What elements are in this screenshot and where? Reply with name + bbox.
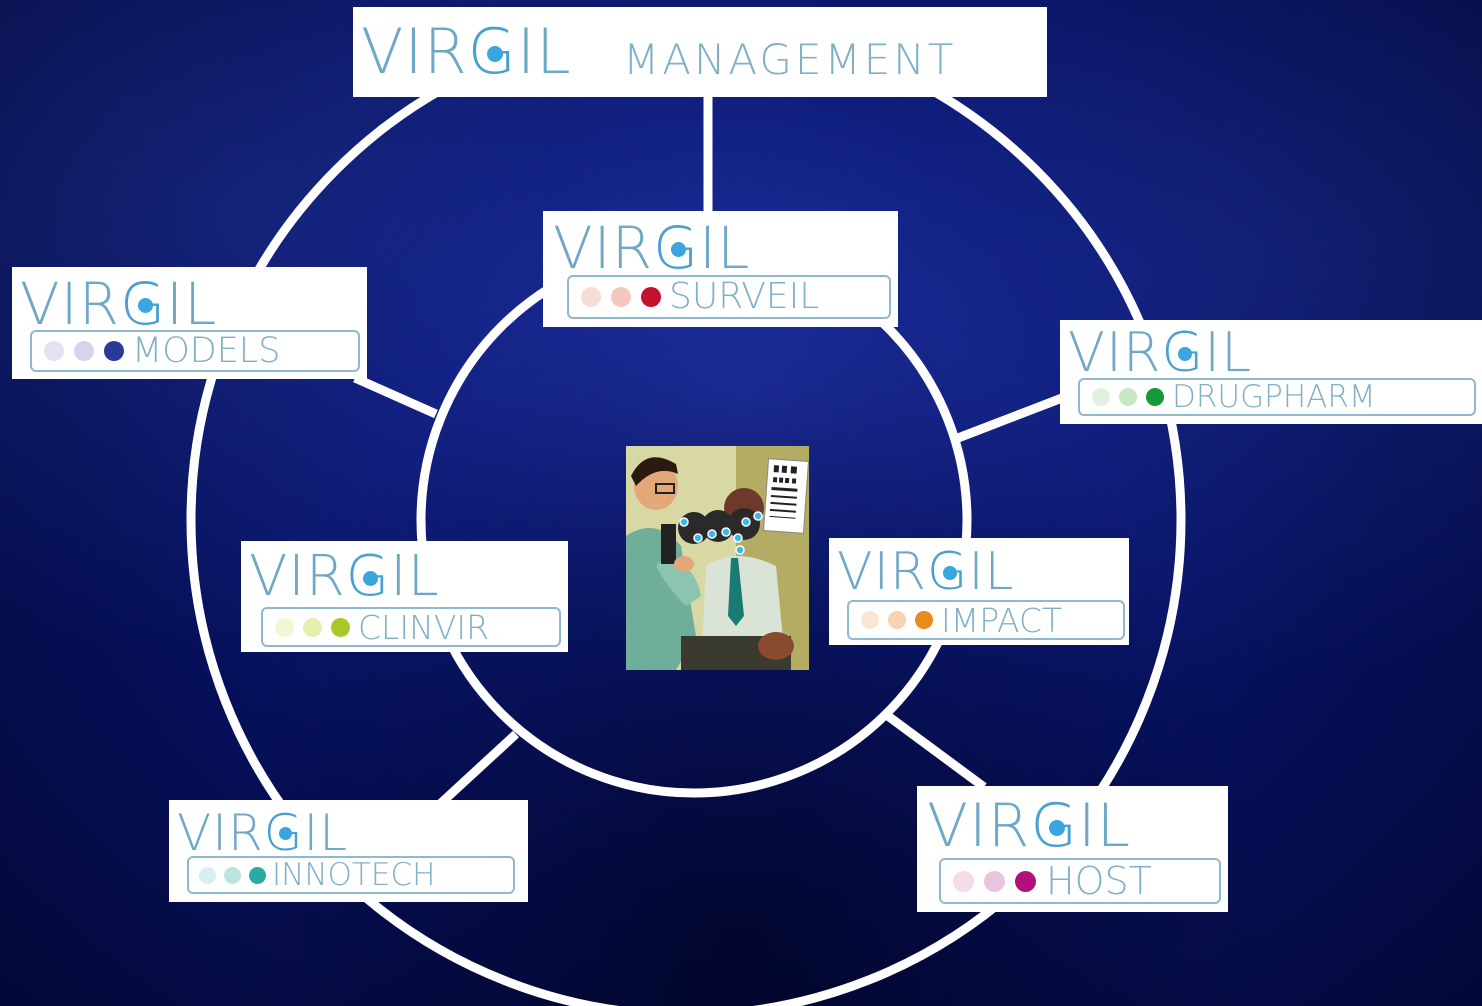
eye-exam-drawing xyxy=(626,446,809,670)
dot-2 xyxy=(224,866,241,884)
virgil-wordmark: VIRGIL xyxy=(553,219,750,277)
virgil-g-dot xyxy=(1178,347,1193,361)
dot-2 xyxy=(303,617,322,637)
virgil-wordmark: VIRGIL xyxy=(249,549,440,605)
module-box: HOST xyxy=(939,858,1221,904)
module-label: HOST xyxy=(1046,859,1152,903)
dot-1 xyxy=(44,341,64,361)
dot-3 xyxy=(641,287,661,307)
virgil-g-dot xyxy=(278,827,292,840)
dot-3 xyxy=(331,617,350,637)
logo-virgil-clinvir[interactable]: VIRGIL CLINVIR xyxy=(241,541,568,652)
virgil-prefix: VIR xyxy=(249,544,346,609)
virgil-prefix: VIR xyxy=(361,15,468,88)
dot-2 xyxy=(611,287,631,307)
virgil-g-dot xyxy=(362,571,378,586)
virgil-wordmark: VIRGIL xyxy=(927,796,1131,856)
logo-virgil-models[interactable]: VIRGIL MODELS xyxy=(12,267,367,379)
virgil-prefix: VIR xyxy=(177,804,264,862)
virgil-g: G xyxy=(264,808,304,858)
dot-1 xyxy=(1092,388,1110,406)
virgil-wordmark: VIRGIL xyxy=(837,546,1015,598)
dot-1 xyxy=(199,866,216,884)
dot-2 xyxy=(984,870,1005,892)
connector-models xyxy=(353,373,438,419)
dot-3 xyxy=(1146,388,1164,406)
virgil-g: G xyxy=(468,21,517,83)
virgil-suffix: IL xyxy=(1204,321,1253,384)
virgil-prefix: VIR xyxy=(20,270,121,338)
dot-2 xyxy=(74,341,94,361)
module-label: IMPACT xyxy=(941,600,1063,640)
dot-2 xyxy=(1119,388,1137,406)
virgil-g: G xyxy=(927,546,968,598)
virgil-suffix: IL xyxy=(968,542,1015,602)
dot-3 xyxy=(249,866,266,884)
module-box: SURVEIL xyxy=(567,275,891,319)
virgil-suffix: IL xyxy=(166,270,218,338)
virgil-g: G xyxy=(1030,796,1078,856)
virgil-suffix: IL xyxy=(1077,791,1132,861)
virgil-prefix: VIR xyxy=(1068,321,1162,384)
virgil-g: G xyxy=(1161,326,1204,380)
virgil-wordmark: VIRGIL xyxy=(361,21,572,83)
module-dots xyxy=(275,617,358,637)
logo-virgil-innotech[interactable]: VIRGIL INNOTECH xyxy=(169,800,528,902)
virgil-g: G xyxy=(346,549,390,605)
module-label: DRUGPHARM xyxy=(1172,378,1376,415)
module-dots xyxy=(861,611,941,629)
logo-virgil-drugpharm[interactable]: VIRGIL DRUGPHARM xyxy=(1060,320,1482,424)
virgil-suffix: IL xyxy=(699,214,751,282)
virgil-wordmark: VIRGIL xyxy=(177,808,348,858)
virgil-g-dot xyxy=(138,298,154,313)
dot-1 xyxy=(953,870,974,892)
virgil-suffix: IL xyxy=(516,15,572,88)
management-label: MANAGEMENT xyxy=(623,35,957,84)
dot-2 xyxy=(888,611,906,629)
virgil-prefix: VIR xyxy=(927,791,1031,861)
module-dots xyxy=(581,287,669,307)
module-box: CLINVIR xyxy=(261,607,561,647)
dot-1 xyxy=(581,287,601,307)
eye-exam-illustration xyxy=(626,446,809,670)
module-label: CLINVIR xyxy=(358,607,490,647)
module-label: INNOTECH xyxy=(272,856,436,893)
module-dots xyxy=(199,866,272,884)
module-dots xyxy=(1092,388,1172,406)
dot-3 xyxy=(104,341,124,361)
connector-host xyxy=(885,712,987,791)
connector-drugpharm xyxy=(956,393,1064,443)
virgil-prefix: VIR xyxy=(837,542,928,602)
module-box: IMPACT xyxy=(847,600,1125,640)
virgil-suffix: IL xyxy=(303,804,349,862)
dot-1 xyxy=(861,611,879,629)
virgil-g-dot xyxy=(943,566,958,580)
virgil-g-dot xyxy=(1049,820,1066,836)
logo-virgil-management[interactable]: VIRGIL MANAGEMENT xyxy=(353,7,1047,97)
logo-virgil-impact[interactable]: VIRGIL IMPACT xyxy=(829,538,1129,645)
virgil-g: G xyxy=(653,219,699,277)
virgil-g-dot xyxy=(486,46,503,62)
module-dots xyxy=(953,870,1046,892)
virgil-wordmark: VIRGIL xyxy=(20,275,217,333)
module-box: DRUGPHARM xyxy=(1078,378,1476,416)
module-label: SURVEIL xyxy=(669,276,820,317)
connector-innotech xyxy=(436,730,520,808)
module-box: MODELS xyxy=(30,330,360,372)
logo-virgil-surveil[interactable]: VIRGIL SURVEIL xyxy=(543,211,898,327)
logo-virgil-host[interactable]: VIRGIL HOST xyxy=(917,786,1228,912)
dot-3 xyxy=(915,611,933,629)
module-dots xyxy=(44,341,132,361)
virgil-g: G xyxy=(120,275,166,333)
module-box: INNOTECH xyxy=(187,856,515,894)
virgil-prefix: VIR xyxy=(553,214,654,282)
virgil-wordmark: VIRGIL xyxy=(1068,326,1252,380)
virgil-g-dot xyxy=(671,242,687,257)
dot-3 xyxy=(1015,870,1036,892)
dot-1 xyxy=(275,617,294,637)
module-label: MODELS xyxy=(132,330,281,371)
virgil-suffix: IL xyxy=(390,544,440,609)
